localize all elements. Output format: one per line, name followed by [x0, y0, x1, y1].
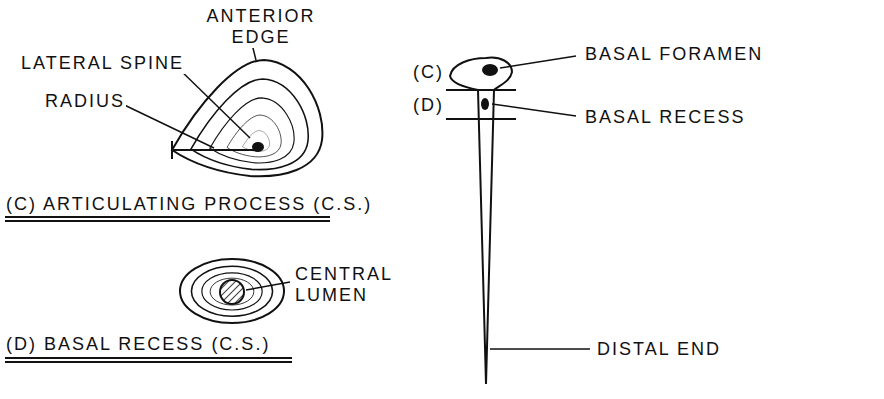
part-label: (C) ARTICULATING PROCESS (C.S.) — [5, 194, 373, 215]
growth-ring — [202, 273, 262, 310]
growth-ring — [191, 79, 308, 170]
center-blob — [252, 142, 264, 152]
part-label: LATERAL SPINE — [20, 53, 185, 74]
leader-line — [490, 348, 590, 350]
underline — [5, 216, 330, 218]
section-line — [446, 89, 516, 91]
part-label: RADIUS — [44, 91, 126, 112]
part-label: BASAL FORAMEN — [584, 44, 764, 65]
radius-line — [172, 149, 256, 151]
part-label: ANTERIOR EDGE — [200, 6, 322, 48]
growth-ring — [210, 278, 254, 305]
part-label: (D) — [412, 95, 445, 116]
central-lumen — [220, 280, 244, 304]
growth-ring — [210, 98, 294, 163]
part-label: BASAL RECESS — [584, 107, 746, 128]
section-line — [446, 118, 516, 120]
leader-line — [176, 66, 250, 138]
part-label: DISTAL END — [596, 339, 722, 360]
underline — [5, 220, 330, 222]
part-label: CENTRAL LUMEN — [294, 264, 414, 306]
growth-ring — [172, 60, 322, 176]
underline — [5, 357, 292, 359]
leader-line — [492, 104, 576, 116]
leader-line — [246, 282, 290, 290]
leader-line — [116, 101, 214, 148]
part-label: (C) — [412, 62, 445, 83]
growth-ring — [180, 259, 284, 323]
basal-foramen — [482, 64, 498, 76]
part-label: (D) BASAL RECESS (C.S.) — [5, 334, 271, 355]
basal-recess — [481, 98, 489, 110]
leader-line — [500, 56, 576, 68]
underline — [5, 361, 292, 363]
conodont-element — [450, 58, 512, 384]
growth-ring — [191, 266, 272, 316]
